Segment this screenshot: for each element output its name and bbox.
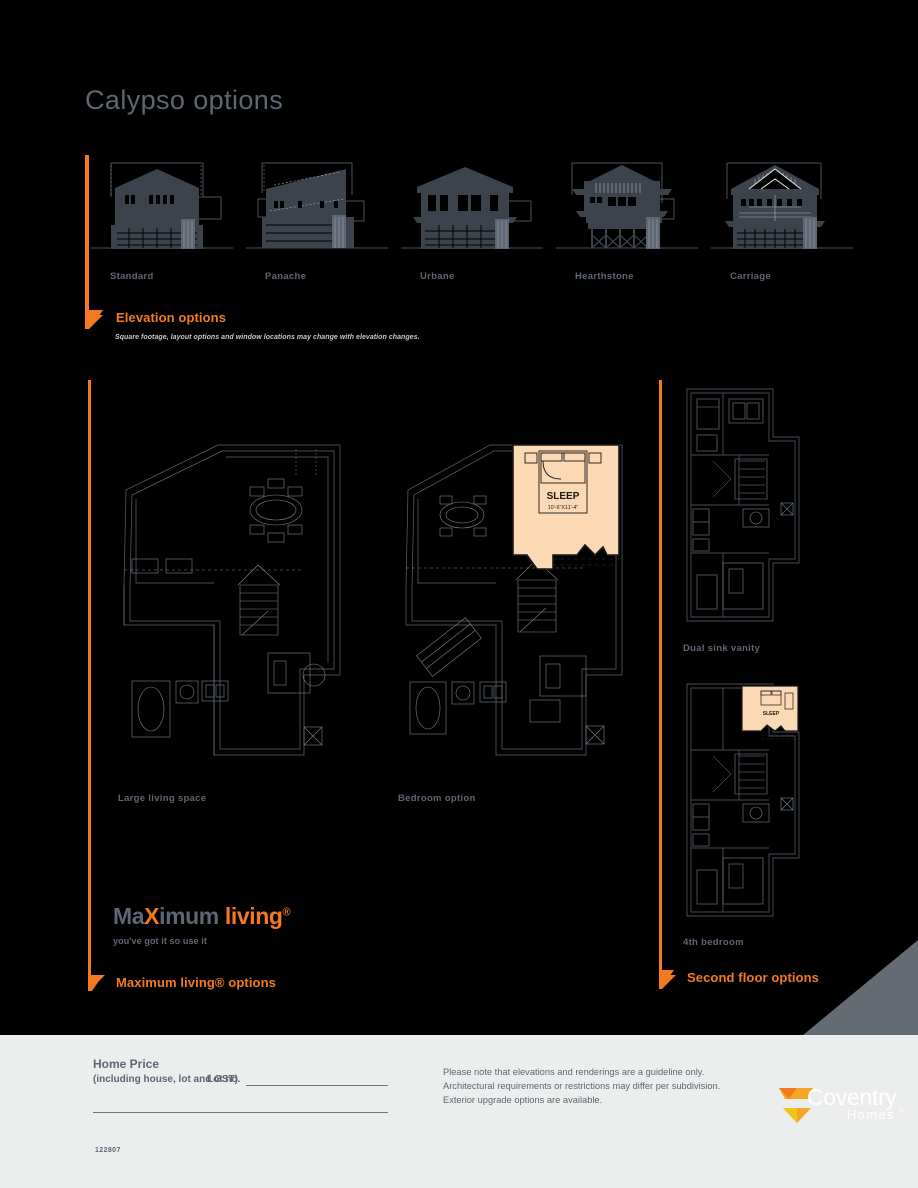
elevation-thumb-panache [240, 155, 395, 260]
disclaimer-line-2: Architectural requirements or restrictio… [443, 1081, 721, 1091]
logo-x: X [144, 903, 160, 929]
logo-brand-sub: Homes [846, 1107, 895, 1122]
room-dimensions-label: 10'-6"X11'-4" [548, 505, 579, 511]
section-marker-triangle-icon [88, 975, 103, 991]
price-write-in-line[interactable] [93, 1112, 388, 1113]
highlighted-room-sleep[interactable]: SLEEP 10'-6"X11'-4" [507, 437, 631, 577]
section-marker-triangle-icon [659, 970, 674, 986]
elevation-options-note: Square footage, layout options and windo… [115, 334, 420, 341]
logo-chevron-icon [779, 1088, 813, 1123]
elevation-items: Standard [85, 155, 853, 295]
room-name-label-small: SLEEP [763, 711, 780, 717]
footer-disclaimer: Please note that elevations and renderin… [443, 1065, 720, 1107]
elevation-label: Hearthstone [575, 271, 634, 282]
logo-registered-mark: ® [282, 906, 291, 919]
floorplan-bedroom-option[interactable] [390, 420, 635, 780]
plan-caption-large-living-space: Large living space [118, 793, 207, 804]
maximum-living-wordmark: MaXimum living® [113, 903, 291, 930]
elevation-thumb-standard [85, 155, 240, 260]
plan-caption-dual-sink-vanity: Dual sink vanity [683, 643, 761, 654]
second-floor-accent-rule [659, 380, 676, 989]
lot-number-label: Lot no. [207, 1074, 241, 1085]
logo-registered-mark: ® [899, 1108, 904, 1114]
section-header-label: Maximum living® options [116, 975, 276, 990]
floorplan-4th-bedroom[interactable] [683, 680, 803, 920]
coventry-homes-logo: Coventry Homes ® [775, 1082, 905, 1130]
plan-caption-4th-bedroom: 4th bedroom [683, 937, 744, 948]
disclaimer-line-3: Exterior upgrade options are available. [443, 1095, 603, 1105]
floorplan-large-living-space[interactable] [118, 435, 353, 780]
elevation-thumbnails-strip: Standard [85, 155, 853, 329]
section-marker-triangle-icon [88, 310, 103, 326]
elevation-label: Standard [110, 271, 154, 282]
lot-number-write-in-line[interactable] [246, 1085, 388, 1086]
document-code: 122807 [95, 1147, 121, 1154]
elevation-thumb-carriage [705, 155, 860, 260]
elevation-item-panache[interactable]: Panache [240, 155, 395, 295]
plan-caption-bedroom-option: Bedroom option [398, 793, 476, 804]
elevation-item-urbane[interactable]: Urbane [395, 155, 550, 295]
page-title: Calypso options [85, 85, 284, 115]
footer-bar [0, 1035, 918, 1188]
elevation-thumb-urbane [395, 155, 550, 260]
elevation-item-carriage[interactable]: Carriage [705, 155, 860, 295]
section-header-label: Elevation options [116, 310, 227, 325]
maximum-living-accent-rule [88, 380, 105, 989]
disclaimer-line-1: Please note that elevations and renderin… [443, 1067, 705, 1077]
logo-living: living [224, 903, 283, 929]
logo-brand-name: Coventry [807, 1084, 897, 1110]
logo-prefix: Ma [113, 903, 145, 929]
section-header-label: Second floor options [687, 970, 819, 985]
elevation-label: Panache [265, 271, 307, 282]
home-price-label: Home Price [93, 1057, 160, 1071]
floorplan-dual-sink-vanity[interactable] [683, 385, 803, 625]
highlighted-room-sleep-second-floor[interactable]: SLEEP [739, 683, 801, 745]
elevation-thumb-hearthstone [550, 155, 705, 260]
elevation-label: Carriage [730, 271, 771, 282]
home-price-sublabel: (including house, lot and GST) [93, 1074, 238, 1085]
elevation-item-standard[interactable]: Standard [85, 155, 240, 295]
elevation-label: Urbane [420, 271, 455, 282]
room-name-label: SLEEP [547, 491, 580, 502]
logo-suffix: imum [159, 903, 219, 929]
maximum-living-logo: MaXimum living® you've got it so use it [113, 903, 291, 946]
elevation-item-hearthstone[interactable]: Hearthstone [550, 155, 705, 295]
maximum-living-tagline: you've got it so use it [113, 936, 207, 946]
